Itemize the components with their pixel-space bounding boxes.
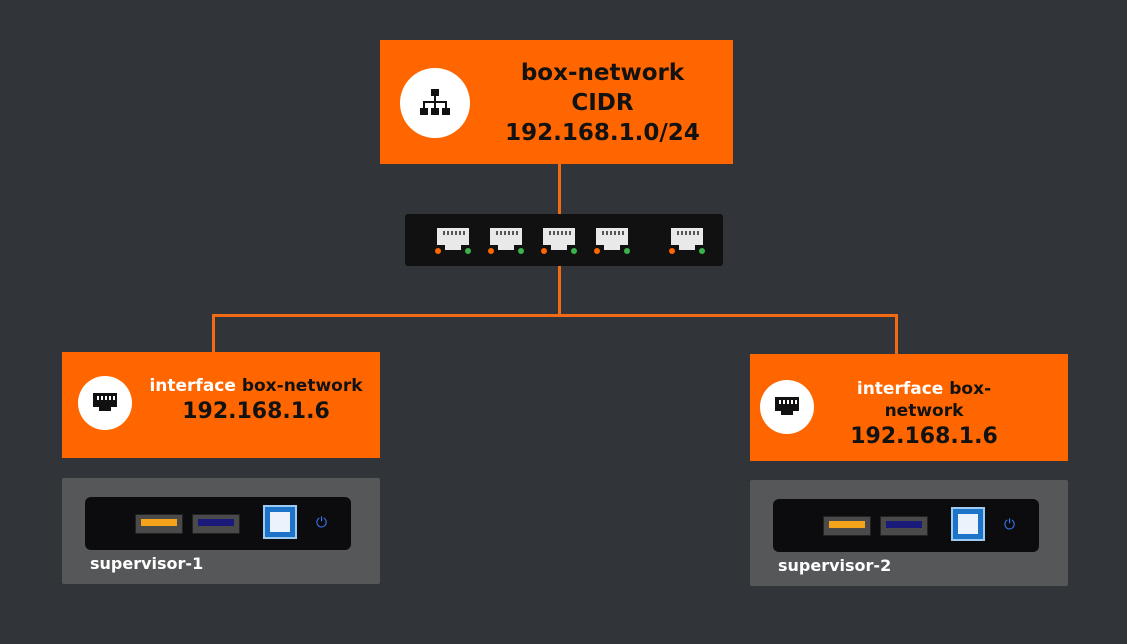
network-switch [405,214,723,266]
host-panel-2[interactable]: ⏻ supervisor-2 [750,480,1068,586]
interface-name: box-network [884,379,992,421]
switch-port-5 [669,226,705,256]
usb-port-orange [823,516,871,536]
usb-port-blue [192,514,240,534]
wire-to-host-1 [212,314,215,352]
cidr-value: 192.168.1.0/24 [505,120,700,146]
ethernet-port-icon [760,380,814,434]
switch-port-4 [594,226,630,256]
network-box[interactable]: box-network CIDR 192.168.1.0/24 [380,40,733,164]
cpu-badge-icon [263,505,297,539]
host-name: supervisor-2 [778,556,892,575]
wire-switch-down [558,266,561,316]
switch-port-3 [541,226,577,256]
network-hierarchy-icon [400,68,470,138]
host-name: supervisor-1 [90,554,204,573]
switch-port-2 [488,226,524,256]
interface-box-2[interactable]: interface box-network 192.168.1.6 [750,354,1068,461]
interface-ip: 192.168.1.6 [182,399,330,424]
wire-network-to-switch [558,164,561,214]
network-title: box-network [520,60,685,86]
interface-ip: 192.168.1.6 [850,424,998,449]
usb-port-orange [135,514,183,534]
mini-pc-1: ⏻ [85,497,351,550]
host-panel-1[interactable]: ⏻ supervisor-1 [62,478,380,584]
interface-keyword: interface [149,376,236,396]
ethernet-port-icon [78,376,132,430]
cpu-badge-icon [951,507,985,541]
usb-port-blue [880,516,928,536]
switch-port-1 [435,226,471,256]
wire-to-host-2 [895,314,898,354]
power-icon[interactable]: ⏻ [316,515,328,531]
interface-keyword: interface [856,379,944,399]
interface-box-1[interactable]: interface box-network 192.168.1.6 [62,352,380,458]
interface-name: box-network [241,376,363,396]
mini-pc-2: ⏻ [773,499,1039,552]
cidr-label: CIDR [571,90,634,116]
wire-horizontal-bus [212,314,898,317]
power-icon[interactable]: ⏻ [1004,517,1016,533]
